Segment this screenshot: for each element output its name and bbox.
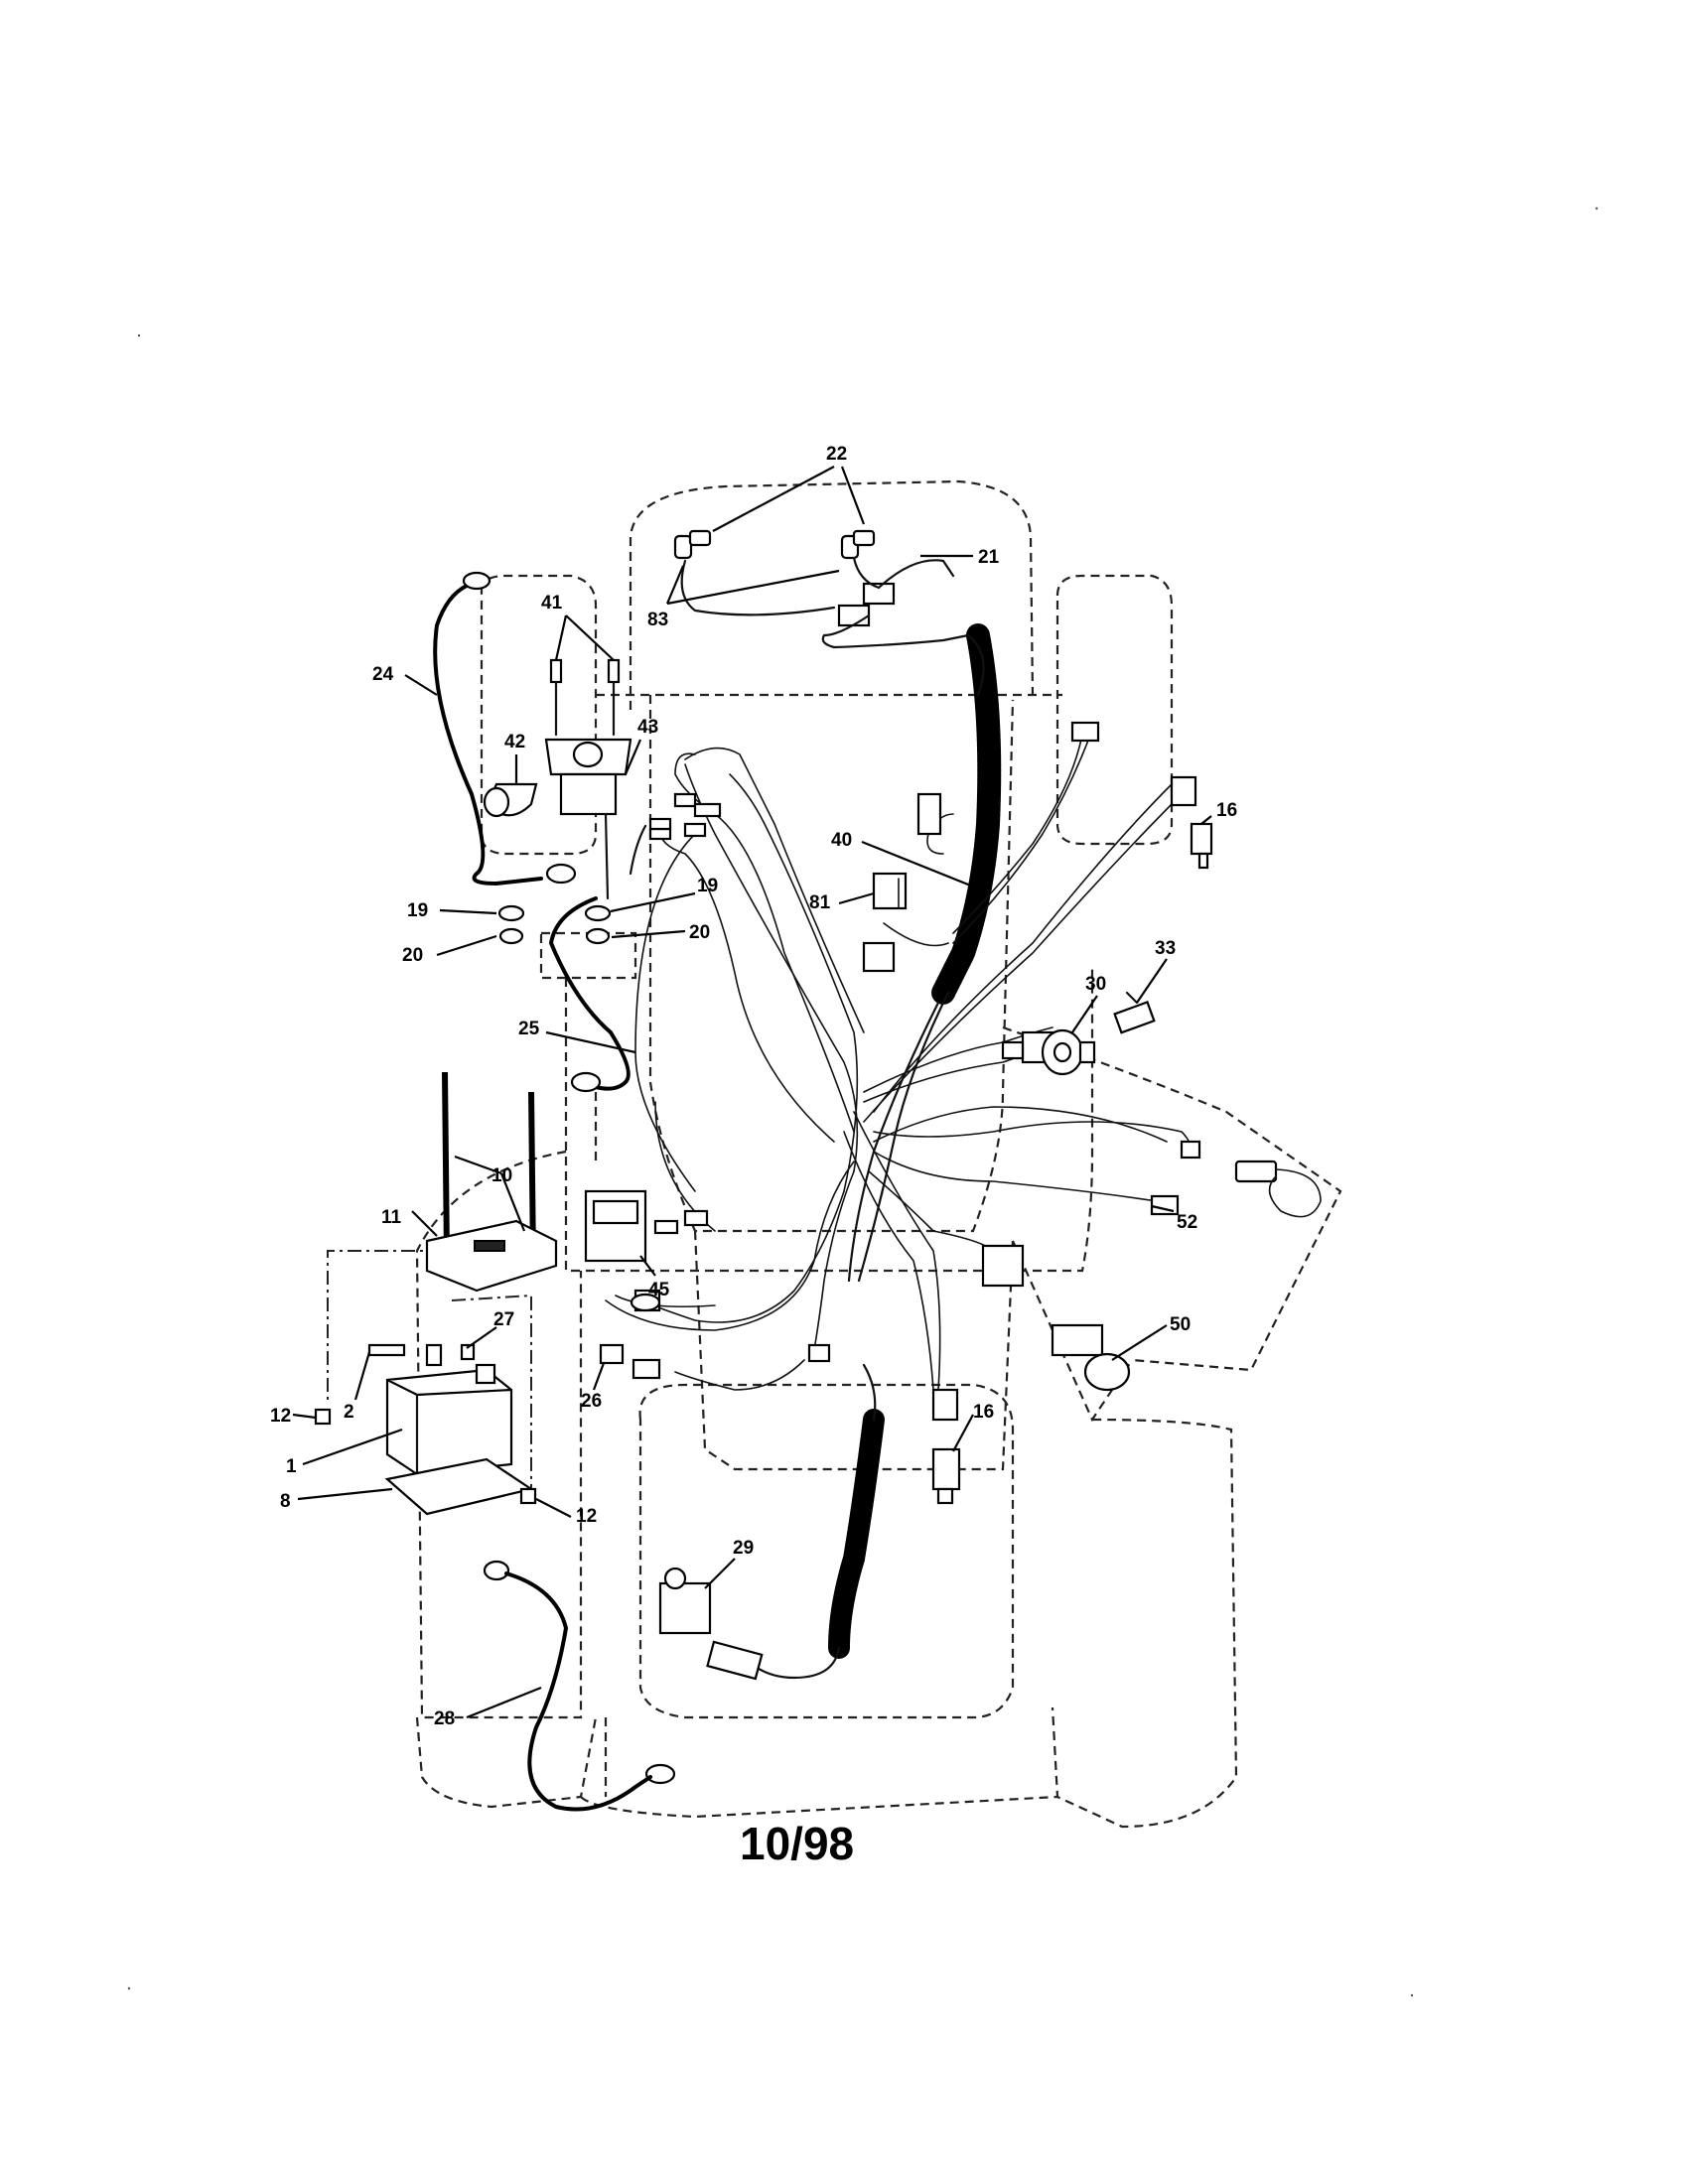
pto-switch bbox=[658, 1567, 764, 1681]
headlight-assembly bbox=[673, 529, 970, 649]
safety-plug bbox=[1234, 1160, 1322, 1218]
solenoid-assembly bbox=[544, 658, 632, 900]
callout-19-left: 19 bbox=[407, 900, 428, 921]
callout-81: 81 bbox=[809, 892, 831, 913]
callout-26: 26 bbox=[581, 1391, 602, 1412]
callout-83: 83 bbox=[647, 610, 668, 630]
scan-speck bbox=[137, 334, 141, 338]
ignition-switch bbox=[1041, 1028, 1096, 1076]
battery-hold-down bbox=[425, 1071, 558, 1293]
harness-connectors bbox=[633, 721, 1201, 1422]
callout-45: 45 bbox=[648, 1280, 670, 1300]
callout-2: 2 bbox=[344, 1402, 354, 1423]
callout-11: 11 bbox=[381, 1207, 402, 1228]
scan-speck bbox=[1410, 1993, 1414, 1997]
main-harness bbox=[605, 623, 1193, 1680]
callout-29: 29 bbox=[733, 1538, 754, 1559]
callouts: 22 21 83 41 43 24 42 16 40 81 19 19 20 2… bbox=[270, 444, 1237, 1729]
leader-lines bbox=[292, 466, 1212, 1719]
connector-16-top bbox=[1190, 822, 1213, 870]
callout-40: 40 bbox=[831, 830, 852, 851]
callout-20-left: 20 bbox=[402, 945, 423, 966]
callout-52: 52 bbox=[1177, 1212, 1197, 1233]
callout-12-right: 12 bbox=[576, 1506, 597, 1527]
callout-12-left: 12 bbox=[270, 1406, 291, 1427]
scan-speck bbox=[127, 1986, 131, 1990]
callout-16-bottom: 16 bbox=[973, 1402, 994, 1423]
callout-8: 8 bbox=[280, 1491, 291, 1512]
callout-10: 10 bbox=[491, 1165, 512, 1186]
callout-43: 43 bbox=[637, 717, 658, 738]
callout-30: 30 bbox=[1085, 974, 1106, 995]
ground-terminal bbox=[599, 1293, 661, 1380]
callout-50: 50 bbox=[1170, 1314, 1191, 1335]
scan-speck bbox=[1595, 206, 1599, 210]
terminal-boot bbox=[483, 782, 538, 818]
callout-19-right: 19 bbox=[697, 876, 718, 896]
connector-16-bottom bbox=[931, 1447, 961, 1505]
callout-22: 22 bbox=[826, 444, 847, 465]
callout-28: 28 bbox=[434, 1708, 455, 1729]
battery bbox=[385, 1343, 513, 1476]
light-switch bbox=[1051, 1323, 1131, 1392]
callout-16-top: 16 bbox=[1216, 800, 1237, 821]
callout-27: 27 bbox=[493, 1309, 514, 1330]
ground-cable bbox=[483, 1560, 676, 1812]
callout-20-right: 20 bbox=[689, 922, 710, 943]
washers bbox=[497, 904, 612, 945]
callout-1: 1 bbox=[286, 1456, 297, 1477]
callout-25: 25 bbox=[518, 1019, 540, 1039]
date-code: 10/98 bbox=[740, 1818, 854, 1869]
assembly-lines bbox=[327, 1250, 532, 1494]
callout-33: 33 bbox=[1155, 938, 1176, 959]
battery-cables-upper bbox=[433, 571, 672, 1093]
relay bbox=[872, 872, 908, 910]
seat-switch bbox=[1113, 991, 1156, 1034]
battery-hardware bbox=[314, 1343, 537, 1505]
callout-42: 42 bbox=[504, 732, 525, 752]
callout-41: 41 bbox=[541, 593, 563, 614]
callout-24: 24 bbox=[372, 664, 394, 685]
callout-21: 21 bbox=[978, 547, 1000, 568]
hour-meter bbox=[584, 1189, 647, 1263]
